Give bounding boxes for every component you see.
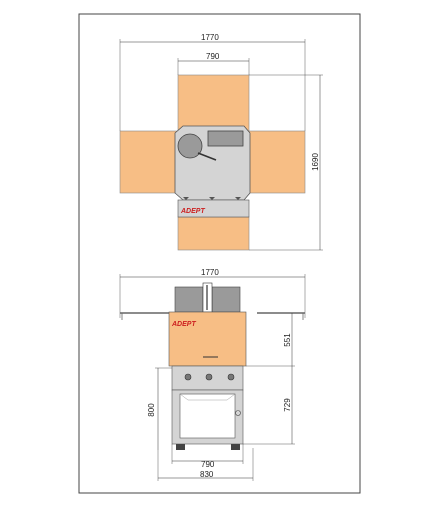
front-view: 1770 ADEPT 551 729 — [119, 268, 306, 481]
brand-logo-front: ADEPT — [171, 321, 196, 328]
brand-logo-top: ADEPT — [180, 208, 205, 215]
dim-front-total-width: 1770 — [201, 268, 219, 277]
top-view: ADEPT 1770 790 1690 — [119, 33, 323, 251]
dim-top-body-width: 790 — [206, 52, 220, 61]
dim-front-cabinet-height: 800 — [147, 403, 156, 417]
dim-front-upper-height: 551 — [283, 333, 292, 347]
door-lock — [235, 410, 241, 416]
knob-3 — [227, 373, 235, 381]
top-table-right — [248, 130, 306, 194]
top-table-left — [119, 130, 179, 194]
saw-blade-guard — [177, 133, 203, 159]
top-front-apron — [177, 199, 250, 218]
dim-front-base-outer: 830 — [200, 470, 214, 479]
motor-housing — [207, 130, 244, 147]
motor-box-right — [211, 286, 241, 313]
dim-front-lower-height: 729 — [283, 398, 292, 412]
dim-top-depth: 1690 — [311, 153, 320, 171]
foot-right — [231, 444, 240, 450]
dim-top-total-width: 1770 — [201, 33, 219, 42]
cabinet-opening — [179, 393, 236, 439]
guard-arm — [197, 152, 217, 161]
motor-box-left — [174, 286, 204, 313]
dim-front-base-inner: 790 — [201, 460, 215, 469]
opening-bevel — [179, 393, 236, 401]
foot-left — [176, 444, 185, 450]
top-table-rear — [177, 74, 250, 132]
knob-2 — [205, 373, 213, 381]
top-table-front — [177, 216, 250, 251]
knob-1 — [184, 373, 192, 381]
